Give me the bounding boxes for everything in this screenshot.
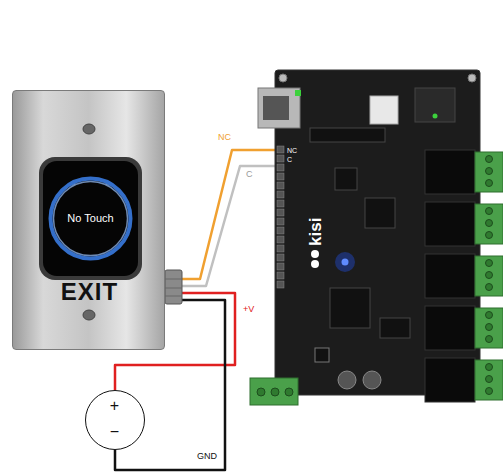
polarity-mark: − bbox=[110, 424, 119, 440]
kisi-controller: kisi NC C bbox=[275, 68, 503, 398]
wire-label: +V bbox=[242, 305, 255, 314]
wire-label: C bbox=[245, 170, 254, 179]
wire-plug bbox=[165, 270, 182, 304]
wire-label: NC bbox=[217, 133, 232, 142]
pin-label: NC bbox=[287, 147, 297, 154]
power-supply: +− bbox=[85, 390, 145, 450]
exit-text: EXIT bbox=[61, 280, 118, 304]
wire-label: GND bbox=[196, 452, 218, 461]
wire bbox=[165, 150, 275, 279]
polarity-mark: + bbox=[110, 398, 119, 414]
wire bbox=[165, 166, 275, 286]
touch-sensor: No Touch bbox=[43, 161, 138, 276]
exit-plate: No TouchEXIT bbox=[12, 90, 165, 350]
pin-label: C bbox=[287, 156, 292, 163]
brand-logo: kisi bbox=[307, 218, 324, 246]
sensor-text: No Touch bbox=[67, 213, 113, 224]
